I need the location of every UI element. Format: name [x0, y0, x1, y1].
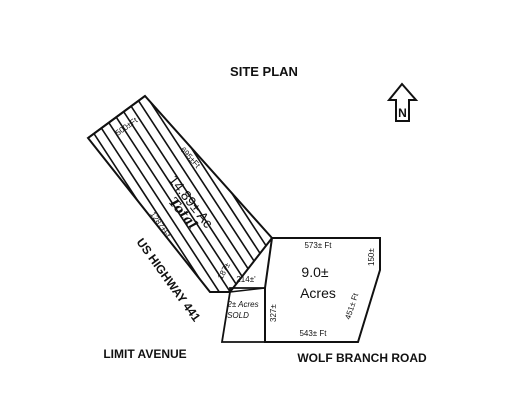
east-dim-diagonal: 451± Ft: [343, 291, 360, 320]
east-dim-top: 573± Ft: [304, 241, 332, 250]
hatch-line: [256, 96, 272, 292]
parcel-hatching: [88, 96, 272, 292]
hatch-line: [88, 96, 155, 292]
east-area-value: 9.0±: [301, 264, 328, 280]
sold-parcel: [220, 287, 266, 343]
road-limit-avenue: LIMIT AVENUE: [103, 347, 186, 361]
sold-status: SOLD: [227, 311, 249, 320]
north-arrow-icon: N: [386, 82, 419, 122]
hatch-line: [91, 96, 243, 292]
hatch-line: [88, 96, 177, 292]
plan-title: SITE PLAN: [230, 64, 298, 79]
north-parcel: [86, 94, 274, 293]
east-area-unit: Acres: [300, 285, 336, 301]
road-us-highway-441: US HIGHWAY 441: [134, 236, 204, 325]
sold-dim-top: 214±': [236, 275, 256, 284]
sold-area: 2± Acres: [226, 300, 258, 309]
hatch-line: [88, 96, 166, 292]
east-dim-bottom: 543± Ft: [299, 329, 327, 338]
east-dim-right: 150±: [367, 248, 376, 266]
north-dim-bottom: 187±: [216, 261, 233, 281]
hatch-line: [102, 96, 254, 292]
road-wolf-branch: WOLF BRANCH ROAD: [297, 351, 427, 365]
hatch-line: [113, 96, 265, 292]
north-letter: N: [398, 106, 407, 120]
hatch-line: [88, 96, 232, 292]
east-dim-left: 327±: [269, 304, 278, 322]
